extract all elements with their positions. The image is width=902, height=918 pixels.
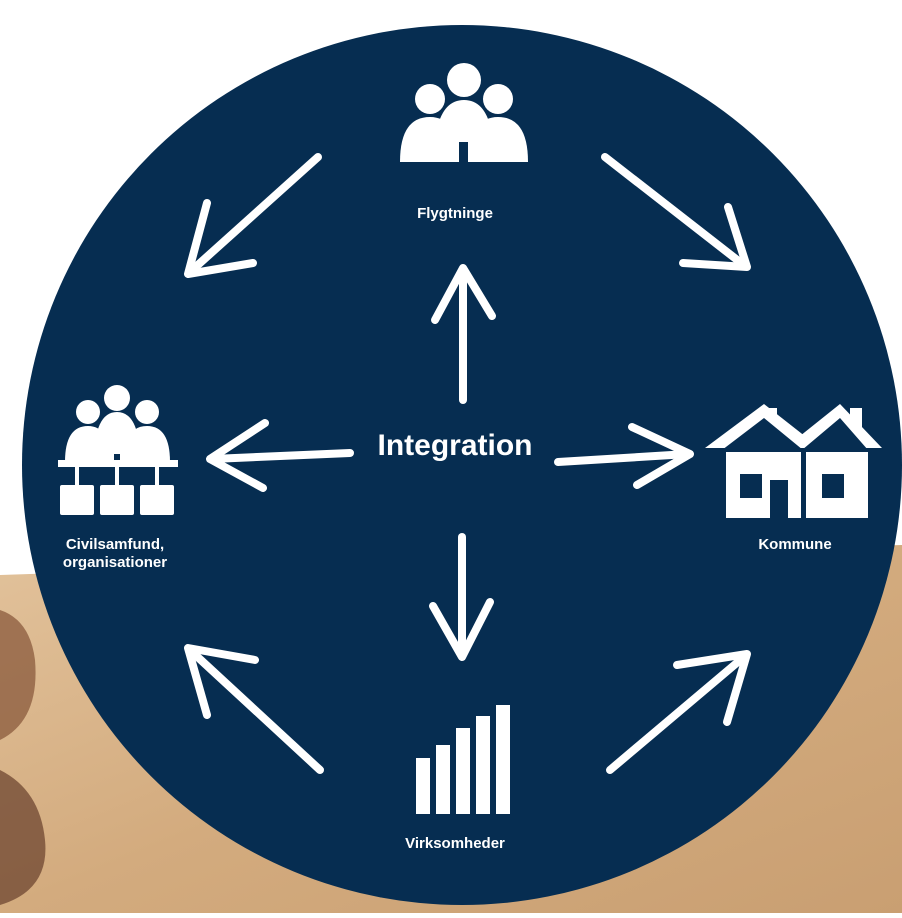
finger-shadow: [0, 770, 46, 905]
center-label: Integration: [377, 429, 533, 462]
arrow-top-left: [184, 153, 322, 278]
node-label-line: organisationer: [62, 554, 168, 571]
arrow-down: [429, 533, 494, 661]
node-label-companies: Virksomheder: [405, 835, 505, 852]
diagram-circle: [22, 25, 902, 905]
arrow-up: [431, 264, 496, 404]
organization-icon: [58, 385, 178, 515]
node-label-refugees: Flygtninge: [417, 205, 493, 222]
houses-icon: [705, 404, 882, 520]
arrow-bottom-right: [606, 650, 751, 774]
bar-chart-icon: [416, 705, 510, 814]
people-group-icon: [400, 63, 528, 164]
node-label-civil-society: Civilsamfund, organisationer: [40, 536, 190, 572]
arrow-left: [206, 419, 354, 492]
arrow-top-right: [601, 153, 751, 271]
arrow-right: [554, 423, 694, 489]
finger-shadow: [0, 610, 36, 740]
node-label-municipality: Kommune: [758, 536, 832, 553]
node-label-line: Civilsamfund,: [65, 536, 165, 553]
arrow-bottom-left: [184, 644, 324, 774]
